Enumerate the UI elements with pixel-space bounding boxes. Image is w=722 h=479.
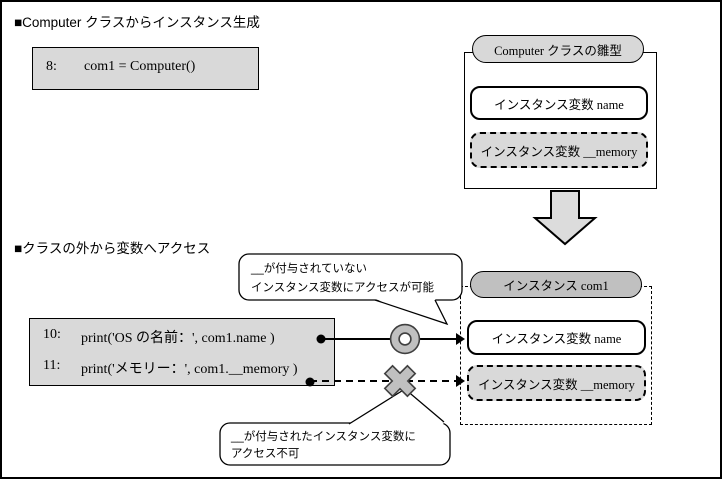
instance-field-name: インスタンス変数 name [467,320,646,355]
template-field-name: インスタンス変数 name [470,86,648,120]
ok-circle-outer-outline [389,323,421,355]
code-line-number: 10: [43,327,61,342]
template-field-memory-label: インスタンス変数 __memory [480,144,638,159]
class-template-title-pill: Computer クラスの雛型 [472,35,644,63]
instance-field-name-label: インスタンス変数 name [491,332,622,346]
callout-line: アクセス不可 [231,448,300,460]
callout-access-denied: __が付与されたインスタンス変数に アクセス不可 [231,429,416,463]
ok-circle-inner-outline [398,332,412,346]
callout-access-allowed: __が付与されていない インスタンス変数にアクセスが可能 [251,260,434,298]
code-line: 8: com1 = Computer() [46,59,195,75]
template-field-memory: インスタンス変数 __memory [470,132,648,168]
code-box-instantiate: 8: com1 = Computer() [32,47,259,90]
code-line: 11: print('メモリー：', com1.__memory ) [43,358,298,378]
instance-box [460,286,652,425]
callout-line: インスタンス変数にアクセスが可能 [251,282,434,294]
callout-allowed-tail [374,299,449,326]
ng-cross-icon [383,364,417,398]
callout-allowed-tail-fill [375,299,447,324]
big-down-arrow [532,190,598,246]
instance-title-pill: インスタンス com1 [470,271,642,298]
section-heading-access: ■クラスの外から変数へアクセス [14,241,211,256]
instance-field-memory-label: インスタンス変数 __memory [478,377,635,392]
class-template-box [464,52,657,189]
section-heading-generate: ■Computer クラスからインスタンス生成 [14,15,260,30]
code-line-text: print('OS の名前：', com1.name ) [81,331,275,346]
callout-denied-tail [348,388,445,425]
code-line-text: print('メモリー：', com1.__memory ) [81,362,298,377]
instance-field-memory: インスタンス変数 __memory [467,365,646,401]
callout-line: __が付与されていない [251,263,367,275]
ok-symbol-backing [390,324,420,354]
code-line: 10: print('OS の名前：', com1.name ) [43,327,275,347]
code-line-number: 11: [43,358,61,373]
instance-title: インスタンス com1 [503,279,609,293]
callout-line: __が付与されたインスタンス変数に [231,431,416,443]
callout-denied-tail-fill [349,389,444,424]
code-line-text: com1 = Computer() [84,59,196,74]
code-box-access: 10: print('OS の名前：', com1.name ) 11: pri… [29,318,335,386]
ok-circle-icon [390,324,420,354]
template-field-name-label: インスタンス変数 name [494,97,624,112]
class-template-title: Computer クラスの雛型 [494,43,622,58]
code-line-number: 8: [46,59,57,74]
